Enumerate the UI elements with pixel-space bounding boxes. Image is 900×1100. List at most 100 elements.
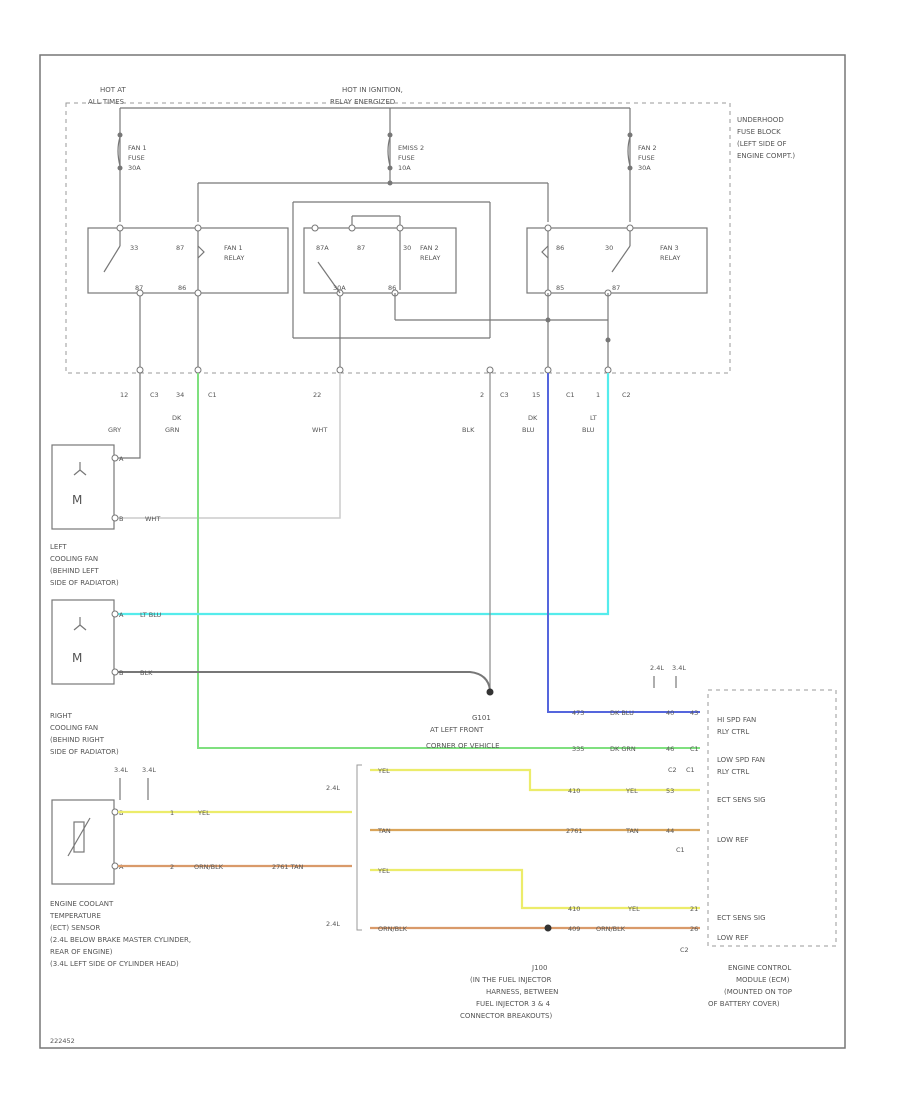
svg-text:10A: 10A (398, 164, 411, 172)
svg-text:M: M (72, 493, 82, 507)
svg-text:(MOUNTED ON TOP: (MOUNTED ON TOP (724, 988, 792, 996)
svg-text:OF BATTERY COVER): OF BATTERY COVER) (708, 1000, 780, 1008)
svg-text:473: 473 (572, 709, 584, 717)
svg-text:2761 TAN: 2761 TAN (272, 863, 304, 871)
svg-text:87: 87 (357, 244, 365, 252)
svg-text:(BEHIND RIGHT: (BEHIND RIGHT (50, 736, 105, 744)
svg-text:FUEL INJECTOR 3 & 4: FUEL INJECTOR 3 & 4 (476, 1000, 551, 1008)
svg-text:FAN 1: FAN 1 (224, 244, 243, 252)
svg-text:3.4L: 3.4L (142, 766, 156, 774)
svg-text:C1: C1 (566, 391, 575, 399)
svg-text:(LEFT SIDE OF: (LEFT SIDE OF (737, 140, 787, 148)
svg-text:44: 44 (666, 827, 674, 835)
svg-text:B: B (119, 669, 123, 677)
fan2-relay: 87A 87 30 30A 86 FAN 2 RELAY (303, 224, 457, 297)
svg-text:1: 1 (596, 391, 600, 399)
fan-icon: M (72, 617, 87, 665)
svg-text:409: 409 (568, 925, 580, 933)
svg-text:DK: DK (172, 414, 182, 422)
svg-text:ENGINE COMPT.): ENGINE COMPT.) (737, 152, 795, 160)
variant-tags: 2.4L 2.4L (326, 784, 340, 928)
fan1-relay: 33 87 87 86 FAN 1 RELAY (87, 224, 289, 297)
svg-text:WHT: WHT (312, 426, 327, 434)
svg-text:C2: C2 (680, 946, 689, 954)
wire-wht (115, 373, 341, 519)
svg-text:RELAY: RELAY (224, 254, 244, 262)
svg-text:86: 86 (556, 244, 564, 252)
svg-text:30A: 30A (333, 284, 346, 292)
svg-text:DK BLU: DK BLU (610, 709, 634, 717)
svg-text:87: 87 (612, 284, 620, 292)
svg-text:DK GRN: DK GRN (610, 745, 636, 753)
hot-in-ignition-label-1: HOT IN IGNITION, (342, 86, 403, 94)
svg-text:LOW SPD FAN: LOW SPD FAN (717, 756, 765, 764)
svg-text:C3: C3 (500, 391, 509, 399)
svg-text:WHT: WHT (145, 515, 160, 523)
svg-text:BLU: BLU (522, 426, 535, 434)
fan2-fuse: FAN 2 FUSE 30A (627, 108, 657, 222)
svg-text:C2: C2 (668, 766, 677, 774)
svg-text:ECT SENS SIG: ECT SENS SIG (717, 796, 766, 804)
junction-wire-labels: YEL TAN YEL ORN/BLK 410 YEL 53 2761 TAN … (377, 767, 698, 933)
svg-text:REAR OF ENGINE): REAR OF ENGINE) (50, 948, 113, 956)
svg-text:AT LEFT FRONT: AT LEFT FRONT (430, 726, 484, 734)
svg-text:46: 46 (666, 745, 674, 753)
svg-text:FUSE BLOCK: FUSE BLOCK (737, 128, 781, 136)
ecm-label: ENGINE CONTROL MODULE (ECM) (MOUNTED ON … (708, 964, 792, 1008)
svg-text:YEL: YEL (197, 809, 210, 817)
svg-text:2.4L: 2.4L (650, 664, 664, 672)
ignition-feed (197, 180, 549, 339)
wire-blk-fan (115, 671, 491, 691)
svg-text:C1: C1 (208, 391, 217, 399)
svg-text:CONNECTOR BREAKOUTS): CONNECTOR BREAKOUTS) (460, 1012, 552, 1020)
svg-text:22: 22 (313, 391, 321, 399)
svg-text:M: M (72, 651, 82, 665)
svg-text:C1: C1 (686, 766, 695, 774)
ecm-engine-tags: 2.4L 3.4L (650, 664, 686, 688)
diagram-id: 222452 (50, 1037, 75, 1045)
svg-text:B: B (119, 515, 123, 523)
svg-text:TAN: TAN (625, 827, 639, 835)
svg-text:RELAY: RELAY (660, 254, 680, 262)
emiss2-fuse: EMISS 2 FUSE 10A (387, 108, 424, 183)
hot-at-all-times-label-2: ALL TIMES (88, 98, 125, 106)
svg-text:LT: LT (590, 414, 597, 422)
svg-text:TEMPERATURE: TEMPERATURE (49, 912, 101, 920)
svg-text:43: 43 (690, 709, 698, 717)
svg-text:DK: DK (528, 414, 538, 422)
svg-text:85: 85 (556, 284, 564, 292)
svg-text:LOW REF: LOW REF (717, 934, 749, 942)
svg-text:86: 86 (388, 284, 396, 292)
svg-text:FAN 2: FAN 2 (420, 244, 439, 252)
svg-text:EMISS 2: EMISS 2 (398, 144, 424, 152)
svg-text:21: 21 (690, 905, 698, 913)
fan-icon: M (72, 462, 87, 507)
svg-text:GRN: GRN (165, 426, 180, 434)
svg-text:12: 12 (120, 391, 128, 399)
svg-text:LT BLU: LT BLU (140, 611, 162, 619)
wire-gry (115, 373, 141, 459)
svg-text:53: 53 (666, 787, 674, 795)
ground-g101-dot (486, 688, 494, 696)
svg-text:TAN: TAN (377, 827, 391, 835)
underhood-fuse-block-label: UNDERHOOD FUSE BLOCK (LEFT SIDE OF ENGIN… (737, 116, 795, 160)
svg-text:ENGINE CONTROL: ENGINE CONTROL (728, 964, 791, 972)
svg-text:G101: G101 (472, 714, 491, 722)
svg-text:(3.4L LEFT SIDE OF CYLINDER HE: (3.4L LEFT SIDE OF CYLINDER HEAD) (50, 960, 179, 968)
svg-text:UNDERHOOD: UNDERHOOD (737, 116, 784, 124)
svg-text:BLK: BLK (462, 426, 475, 434)
wire-yel-3.4 (370, 768, 700, 792)
svg-text:J100: J100 (531, 964, 547, 972)
svg-text:15: 15 (532, 391, 540, 399)
wire-dk-grn (197, 373, 700, 749)
svg-text:30: 30 (403, 244, 411, 252)
svg-text:2: 2 (480, 391, 484, 399)
svg-text:FUSE: FUSE (638, 154, 655, 162)
svg-text:A: A (119, 611, 124, 619)
svg-text:C1: C1 (690, 745, 699, 753)
svg-text:3.4L: 3.4L (114, 766, 128, 774)
svg-text:BLK: BLK (140, 669, 153, 677)
svg-text:FAN 2: FAN 2 (638, 144, 657, 152)
svg-text:410: 410 (568, 787, 580, 795)
